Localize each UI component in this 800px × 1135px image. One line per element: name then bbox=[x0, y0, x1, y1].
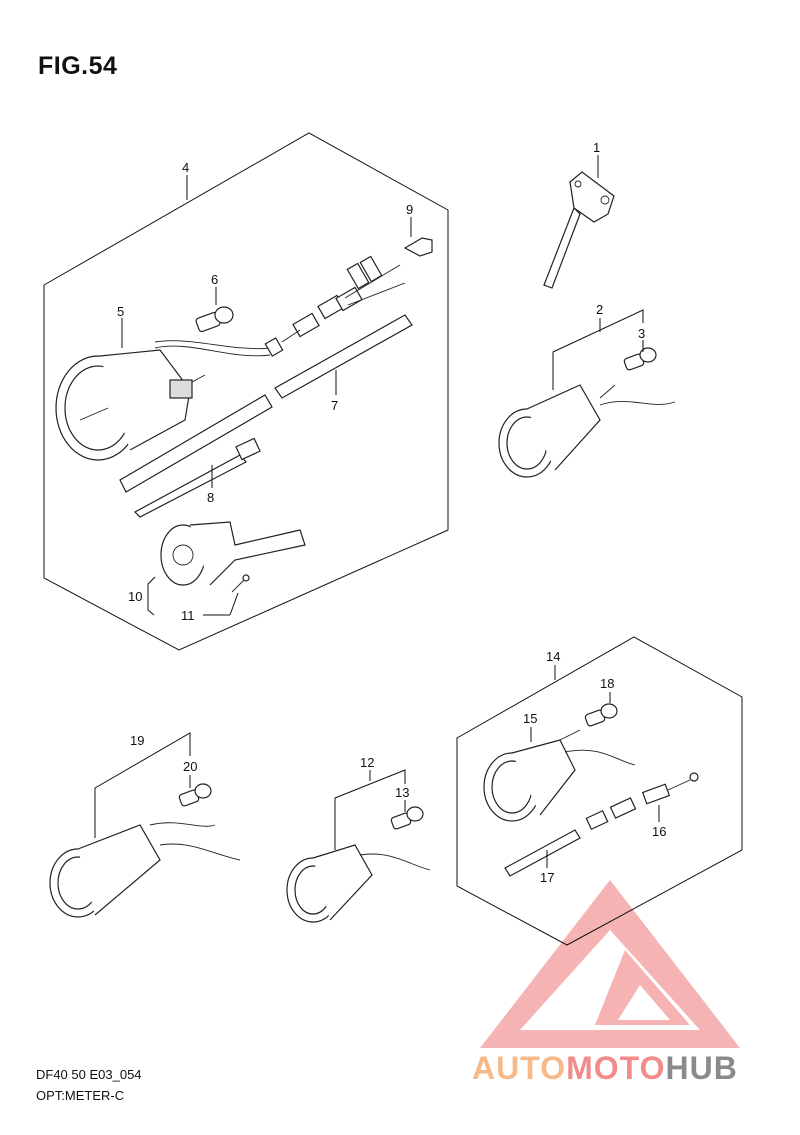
part-11-screw bbox=[231, 574, 250, 593]
watermark-moto: MOTO bbox=[566, 1050, 666, 1086]
part-5-gauge bbox=[55, 340, 273, 461]
part-18-bulb bbox=[584, 703, 618, 727]
callout-10: 10 bbox=[128, 589, 142, 604]
callout-6: 6 bbox=[211, 272, 218, 287]
kit-4-outline bbox=[43, 132, 449, 651]
part-12-gauge bbox=[286, 844, 431, 923]
callout-16: 16 bbox=[652, 824, 666, 839]
callout-3: 3 bbox=[638, 326, 645, 341]
watermark-auto: AUTO bbox=[472, 1050, 567, 1086]
callout-18: 18 bbox=[600, 676, 614, 691]
callout-11: 11 bbox=[181, 608, 195, 623]
part-17-harness bbox=[504, 797, 637, 877]
part-8-cable-tie bbox=[134, 437, 261, 518]
callout-5: 5 bbox=[117, 304, 124, 319]
part-2-gauge bbox=[498, 384, 676, 478]
callout-20: 20 bbox=[183, 759, 197, 774]
callout-12: 12 bbox=[360, 755, 374, 770]
part-16-lead bbox=[641, 772, 699, 805]
diagram-subtitle: OPT:METER-C bbox=[36, 1088, 125, 1103]
callout-labels: 1 2 3 4 5 6 7 8 9 10 11 12 13 14 15 16 1… bbox=[117, 140, 666, 885]
figure-title: FIG.54 bbox=[38, 52, 118, 80]
callout-7: 7 bbox=[331, 398, 338, 413]
part-19-gauge bbox=[49, 822, 241, 918]
part-6-bulb bbox=[195, 306, 234, 333]
callout-9: 9 bbox=[406, 202, 413, 217]
kit-4-harness bbox=[264, 255, 406, 357]
part-10-bracket bbox=[160, 521, 306, 586]
watermark-hub: HUB bbox=[665, 1050, 738, 1086]
part-20-bulb bbox=[178, 783, 212, 807]
diagram-code: DF40 50 E03_054 bbox=[36, 1067, 142, 1082]
callout-15: 15 bbox=[523, 711, 537, 726]
callout-17: 17 bbox=[540, 870, 554, 885]
part-1-sender bbox=[543, 171, 615, 289]
part-9-bulb bbox=[403, 237, 433, 257]
part-3-bulb bbox=[623, 347, 657, 371]
callout-1: 1 bbox=[593, 140, 600, 155]
callout-2: 2 bbox=[596, 302, 603, 317]
kit-14-outline bbox=[456, 636, 743, 946]
part-7-tube bbox=[119, 314, 413, 493]
leader-lines bbox=[94, 155, 660, 868]
callout-19: 19 bbox=[130, 733, 144, 748]
watermark-logo bbox=[480, 880, 740, 1048]
part-15-gauge bbox=[483, 729, 636, 822]
callout-4: 4 bbox=[182, 160, 189, 175]
part-13-bulb bbox=[390, 806, 424, 830]
callout-14: 14 bbox=[546, 649, 560, 664]
watermark-text: AUTOMOTOHUB bbox=[472, 1050, 738, 1087]
callout-8: 8 bbox=[207, 490, 214, 505]
callout-13: 13 bbox=[395, 785, 409, 800]
